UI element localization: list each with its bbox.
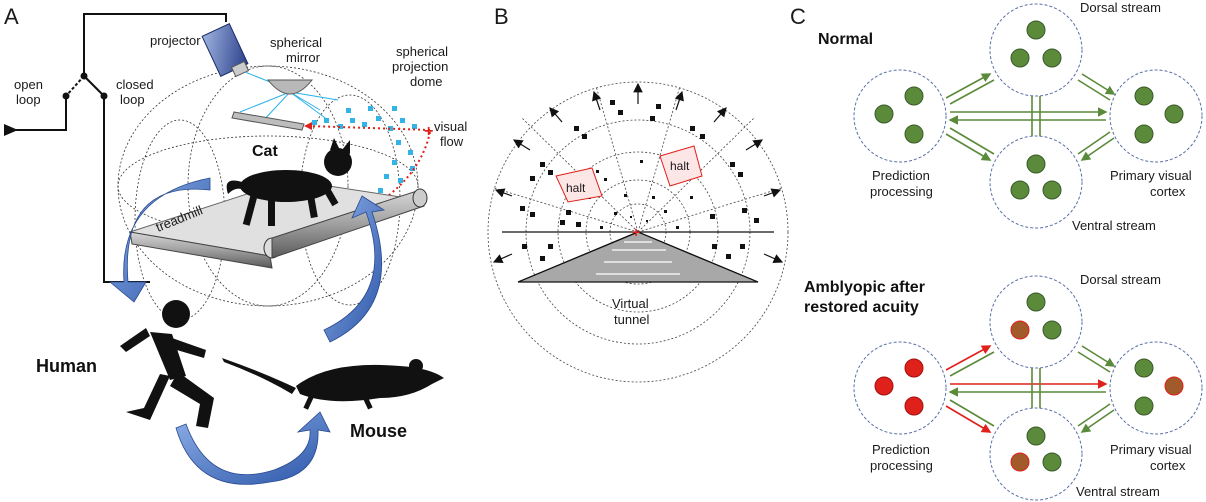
normal-dorsal-label: Dorsal stream bbox=[1080, 0, 1161, 15]
normal-prediction-label-2: processing bbox=[870, 184, 933, 199]
normal-prediction-nodes bbox=[874, 86, 924, 144]
mirror-label-1: spherical bbox=[270, 35, 322, 50]
cat-label: Cat bbox=[252, 143, 278, 160]
mouse-label: Mouse bbox=[350, 421, 407, 441]
amblyopic-ventral-nodes bbox=[1010, 426, 1062, 472]
dome-label-3: dome bbox=[410, 74, 443, 89]
panel-b: B + bbox=[487, 4, 789, 383]
human-runner-icon bbox=[120, 300, 214, 428]
halt-region-left bbox=[555, 167, 603, 203]
panel-b-letter: B bbox=[494, 4, 509, 29]
input-arrow-head bbox=[4, 124, 18, 136]
normal-primary-label-1: Primary visual bbox=[1110, 168, 1192, 183]
tunnel-dot-pattern bbox=[520, 100, 759, 261]
spherical-mirror-icon bbox=[266, 79, 314, 95]
flow-path-upper bbox=[307, 125, 431, 131]
amblyopic-title-2: restored acuity bbox=[804, 299, 919, 316]
open-loop-label-2: loop bbox=[16, 92, 41, 107]
amblyopic-title-1: Amblyopic after bbox=[804, 279, 925, 296]
normal-area-circles bbox=[853, 3, 1203, 229]
amblyopic-primary-label-1: Primary visual bbox=[1110, 442, 1192, 457]
halt-region-right bbox=[659, 145, 703, 187]
normal-ventral-nodes bbox=[1010, 154, 1062, 200]
amblyopic-connections bbox=[945, 345, 1116, 433]
floor-lane-markers bbox=[596, 241, 680, 275]
normal-primary-label-2: cortex bbox=[1150, 184, 1186, 199]
floor-edge-right bbox=[637, 231, 759, 283]
visual-flow-label-1: visual bbox=[434, 119, 467, 134]
amblyopic-dorsal-nodes bbox=[1010, 292, 1062, 340]
amblyopic-primary-nodes bbox=[1134, 358, 1184, 416]
dome-label-2: projection bbox=[392, 59, 448, 74]
open-loop-node bbox=[62, 92, 70, 100]
flow-origin-cross: + bbox=[424, 123, 433, 140]
normal-connections bbox=[945, 73, 1116, 161]
panel-c: C Normal bbox=[790, 0, 1203, 501]
normal-network: Normal bbox=[818, 0, 1203, 233]
flow-arrowhead-upper bbox=[304, 122, 312, 130]
expansion-arrows bbox=[492, 82, 784, 263]
projector-label: projector bbox=[150, 33, 201, 48]
amblyopic-ventral-label: Ventral stream bbox=[1076, 484, 1160, 499]
dome-label-1: spherical bbox=[396, 44, 448, 59]
floor-edge-left bbox=[517, 231, 639, 283]
halt-right-label: halt bbox=[670, 159, 690, 173]
amblyopic-prediction-label-2: processing bbox=[870, 458, 933, 473]
switch-pivot bbox=[80, 72, 88, 80]
normal-ventral-label: Ventral stream bbox=[1072, 218, 1156, 233]
amblyopic-area-circles bbox=[853, 275, 1203, 501]
tunnel-label-2: tunnel bbox=[614, 312, 650, 327]
projector-icon bbox=[201, 23, 250, 78]
closed-loop-label-1: closed bbox=[116, 77, 154, 92]
amblyopic-primary-label-2: cortex bbox=[1150, 458, 1186, 473]
halt-left-label: halt bbox=[566, 181, 586, 195]
amblyopic-network: Amblyopic after restored acuity bbox=[804, 272, 1203, 501]
normal-title: Normal bbox=[818, 31, 873, 48]
species-transfer-arrows bbox=[108, 177, 386, 485]
panel-c-letter: C bbox=[790, 4, 806, 29]
open-loop-label-1: open bbox=[14, 77, 43, 92]
mirror-label-2: mirror bbox=[286, 50, 321, 65]
flow-path-lower bbox=[363, 131, 431, 213]
panel-a: A open loop closed loop pro bbox=[4, 4, 467, 485]
closed-loop-node bbox=[100, 92, 108, 100]
fixation-cross: + bbox=[632, 224, 640, 240]
closed-loop-label-2: loop bbox=[120, 92, 145, 107]
mouse-silhouette-icon bbox=[222, 358, 444, 410]
amblyopic-prediction-nodes bbox=[874, 358, 924, 416]
cat-silhouette-icon bbox=[226, 138, 352, 226]
tunnel-label-1: Virtual bbox=[612, 296, 649, 311]
human-label: Human bbox=[36, 356, 97, 376]
normal-dorsal-nodes bbox=[1010, 20, 1062, 68]
normal-prediction-label-1: Prediction bbox=[872, 168, 930, 183]
amblyopic-dorsal-label: Dorsal stream bbox=[1080, 272, 1161, 287]
panel-a-letter: A bbox=[4, 4, 19, 29]
visual-flow-label-2: flow bbox=[440, 134, 464, 149]
screen-plate bbox=[231, 111, 305, 131]
amblyopic-prediction-label-1: Prediction bbox=[872, 442, 930, 457]
normal-primary-nodes bbox=[1134, 86, 1184, 144]
